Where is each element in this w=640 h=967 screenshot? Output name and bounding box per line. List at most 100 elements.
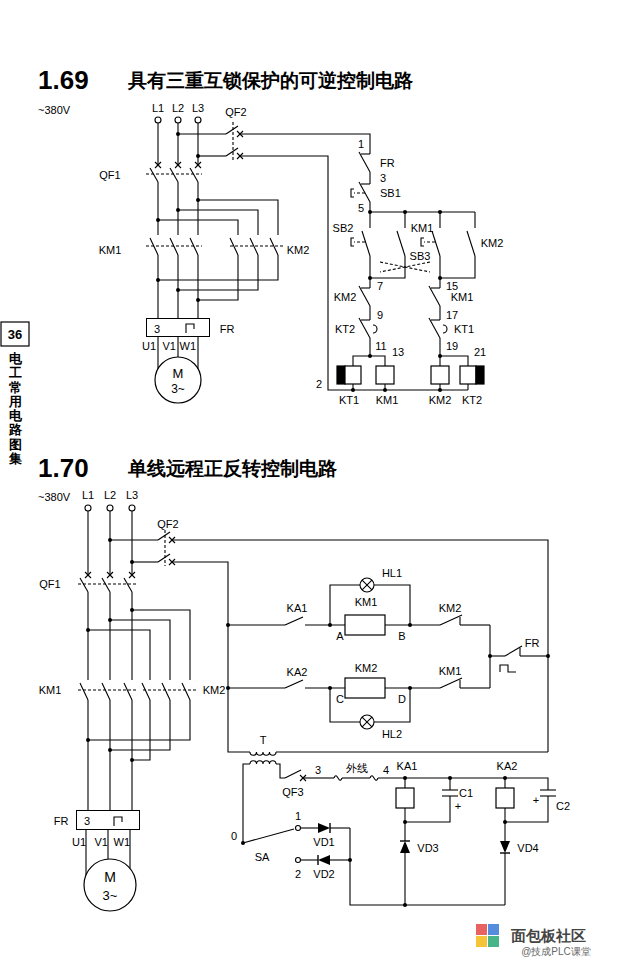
wire	[178, 255, 258, 290]
node-number: 13	[392, 347, 404, 358]
device-label: KA2	[287, 667, 308, 678]
watermark-logo	[476, 936, 487, 947]
contact-stub	[459, 617, 460, 625]
wire	[369, 338, 370, 356]
contact-blade	[359, 152, 370, 172]
breaker-mark	[175, 162, 181, 168]
wire	[131, 592, 132, 680]
watermark-logo	[488, 936, 499, 947]
junction-dot	[176, 288, 180, 292]
node-text: 3	[154, 323, 160, 334]
point-label: D	[398, 694, 406, 705]
contact-blade	[102, 578, 110, 592]
wire	[177, 123, 178, 165]
device-label: KA1	[287, 603, 308, 614]
wire	[276, 751, 548, 752]
wire	[330, 827, 350, 828]
contact-blade	[429, 286, 440, 306]
wire	[440, 256, 475, 278]
line-break	[334, 776, 342, 781]
node-number: 1	[358, 139, 364, 150]
lamp-cross	[362, 717, 372, 727]
section-title: 单线远程正反转控制电路	[128, 459, 337, 478]
wire	[240, 156, 468, 390]
thermal-element	[500, 665, 516, 672]
breaker-mark	[195, 162, 201, 168]
wire	[158, 255, 278, 280]
wire	[87, 700, 88, 810]
wire	[87, 511, 88, 575]
wire	[198, 255, 238, 300]
watermark-logo	[488, 924, 499, 935]
contact-blade	[359, 318, 370, 338]
node-text: 3	[84, 816, 90, 827]
device-label: KM1	[39, 685, 62, 696]
node-text: 3~	[171, 383, 185, 395]
supply-label: ~380V	[38, 492, 70, 503]
wire	[449, 778, 450, 790]
junction-dot	[86, 738, 90, 742]
transformer-secondary	[250, 761, 276, 764]
node-number: 3	[315, 765, 321, 776]
wire	[109, 511, 110, 575]
wire	[88, 630, 150, 680]
breaker-mark	[129, 572, 135, 578]
wire	[474, 212, 475, 228]
wire	[330, 688, 360, 722]
device-label: SA	[255, 852, 270, 863]
device-label: VD3	[417, 843, 438, 854]
device-label: FR	[525, 638, 540, 649]
page-tab	[1, 322, 29, 346]
node-number: 2	[295, 869, 301, 880]
wire	[490, 655, 505, 656]
motor-outline	[83, 858, 137, 912]
motor-outline	[84, 859, 136, 911]
node-number: 11	[375, 341, 386, 352]
coil-symbol	[345, 366, 361, 384]
wire	[305, 687, 345, 688]
wire	[131, 700, 132, 810]
device-label: QF3	[282, 787, 303, 798]
point-label: C	[336, 694, 344, 705]
wire	[440, 356, 468, 366]
device-label: KM1	[99, 245, 122, 256]
contact-blade	[285, 680, 303, 688]
contact-stub	[361, 319, 370, 320]
coil-symbol	[345, 678, 385, 698]
wire	[157, 123, 158, 165]
wire	[404, 212, 405, 228]
watermark: @技成PLC课堂	[521, 947, 591, 957]
contact-blade	[432, 231, 440, 256]
contact-blade	[397, 231, 405, 256]
contact-blade	[124, 578, 132, 592]
terminal	[296, 858, 301, 863]
junction-dot	[196, 298, 200, 302]
diode-bar	[400, 840, 410, 841]
push-button	[421, 238, 424, 246]
capacitor-plate	[442, 789, 458, 790]
terminal	[296, 826, 301, 831]
node-number: 17	[446, 310, 458, 321]
diode-body	[318, 855, 330, 865]
phase-label: L3	[126, 490, 138, 501]
node-number: 4	[383, 765, 389, 776]
wire	[370, 211, 475, 212]
node-text: FR	[54, 816, 69, 827]
device-label: KM1	[451, 292, 474, 303]
breaker-mark	[85, 572, 91, 578]
junction-dot	[130, 758, 134, 762]
device-label: SB2	[333, 223, 354, 234]
junction-dot	[438, 388, 442, 392]
node-number: 9	[377, 310, 383, 321]
device-label: KT2	[335, 324, 355, 335]
line-label: 外线	[346, 763, 368, 774]
device-label: C2	[556, 801, 570, 812]
thermal-relay-box: FR3	[76, 810, 140, 830]
wire	[404, 778, 405, 788]
wire	[178, 210, 258, 235]
wire	[276, 764, 285, 778]
contact-blade	[80, 683, 88, 700]
wire	[467, 384, 468, 390]
breaker-mark	[107, 572, 113, 578]
node-text: 3~	[103, 889, 118, 902]
